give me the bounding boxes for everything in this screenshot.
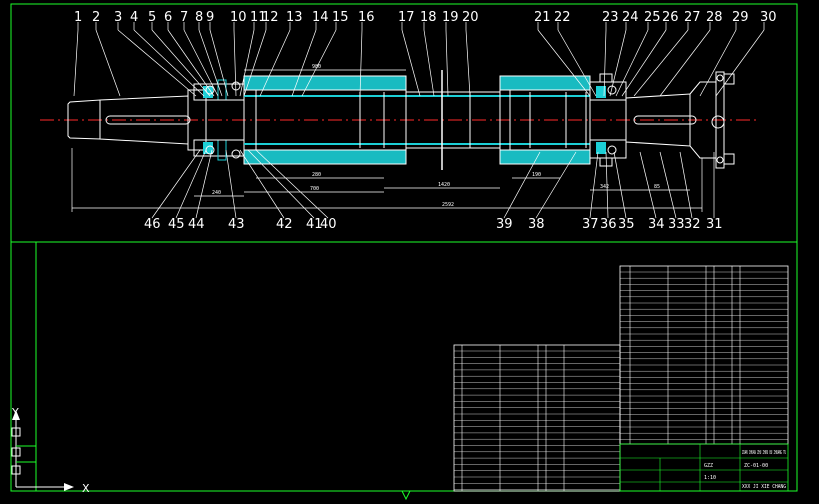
part-label-bottom: 42 — [276, 217, 293, 232]
ucs-y-label: Y — [11, 406, 19, 419]
title-block-company: XXX JI XIE CHANG — [742, 484, 786, 490]
part-label-top: 17 — [398, 10, 415, 25]
parts-list-lower — [453, 344, 621, 492]
part-label-bottom: 43 — [228, 217, 245, 232]
dim-1420: 1420 — [438, 182, 450, 188]
part-label-bottom: 38 — [528, 217, 545, 232]
dim-700: 700 — [310, 186, 319, 192]
part-label-bottom: 41 — [306, 217, 323, 232]
part-label-top: 14 — [312, 10, 329, 25]
top-leader-lines — [73, 22, 765, 97]
part-label-top: 18 — [420, 10, 437, 25]
part-label-top: 24 — [622, 10, 639, 25]
title-block-scale: 1:10 — [704, 475, 716, 481]
part-label-bottom: 44 — [188, 217, 205, 232]
parts-list-upper — [619, 265, 789, 445]
ucs-x-label: X — [82, 482, 90, 495]
part-label-bottom: 36 — [600, 217, 617, 232]
part-label-top: 28 — [706, 10, 723, 25]
shaft-left-end — [67, 89, 207, 151]
part-label-top: 7 — [180, 10, 188, 25]
dim-190: 190 — [532, 172, 541, 178]
part-label-top: 3 — [114, 10, 122, 25]
part-label-top: 2 — [92, 10, 100, 25]
part-label-top: 26 — [662, 10, 679, 25]
part-label-top: 16 — [358, 10, 375, 25]
part-label-bottom: 46 — [144, 217, 161, 232]
part-label-top: 22 — [554, 10, 571, 25]
part-label-bottom: 33 — [668, 217, 685, 232]
part-label-top: 11 — [250, 10, 267, 25]
part-label-bottom: 40 — [320, 217, 337, 232]
part-label-bottom: 39 — [496, 217, 513, 232]
shaft-right-end — [625, 71, 735, 169]
part-label-top: 15 — [332, 10, 349, 25]
part-label-bottom: 32 — [684, 217, 701, 232]
title-block-drawing-no: ZC-01-00 — [744, 463, 768, 469]
dim-280: 280 — [312, 172, 321, 178]
part-label-top: 19 — [442, 10, 459, 25]
part-label-bottom: 31 — [706, 217, 723, 232]
dim-240: 240 — [212, 190, 221, 196]
part-label-bottom: 35 — [618, 217, 635, 232]
part-label-top: 9 — [206, 10, 214, 25]
part-label-top: 21 — [534, 10, 551, 25]
part-label-top: 10 — [230, 10, 247, 25]
part-label-top: 13 — [286, 10, 303, 25]
part-label-top: 25 — [644, 10, 661, 25]
left-bearing-block — [193, 79, 245, 161]
ucs-icon — [11, 410, 74, 491]
title-block-code: GZZ — [704, 463, 713, 469]
part-label-top: 30 — [760, 10, 777, 25]
part-label-top: 5 — [148, 10, 156, 25]
part-label-bottom: 45 — [168, 217, 185, 232]
part-label-top: 4 — [130, 10, 138, 25]
dim-upper: 980 — [312, 64, 321, 70]
right-bearing-block — [589, 73, 627, 167]
part-label-bottom: 37 — [582, 217, 599, 232]
title-block-title: ZUAN CHUAN ZHU ZHOU BU ZHUANG TU — [742, 450, 786, 456]
part-label-top: 20 — [462, 10, 479, 25]
part-label-top: 23 — [602, 10, 619, 25]
part-label-top: 6 — [164, 10, 172, 25]
bottom-leader-lines — [151, 149, 715, 219]
inner-frame — [35, 241, 798, 492]
spindle-body — [243, 70, 591, 170]
dim-overall: 2592 — [442, 202, 454, 208]
dim-85: 85 — [654, 184, 660, 190]
part-label-bottom: 34 — [648, 217, 665, 232]
part-label-top: 8 — [195, 10, 203, 25]
part-label-top: 27 — [684, 10, 701, 25]
dim-342: 342 — [600, 184, 609, 190]
part-label-top: 29 — [732, 10, 749, 25]
part-label-top: 1 — [74, 10, 82, 25]
part-label-top: 12 — [262, 10, 279, 25]
title-block: ZUAN CHUAN ZHU ZHOU BU ZHUANG TU ZC-01-0… — [619, 443, 789, 492]
bottom-marker — [401, 490, 411, 501]
